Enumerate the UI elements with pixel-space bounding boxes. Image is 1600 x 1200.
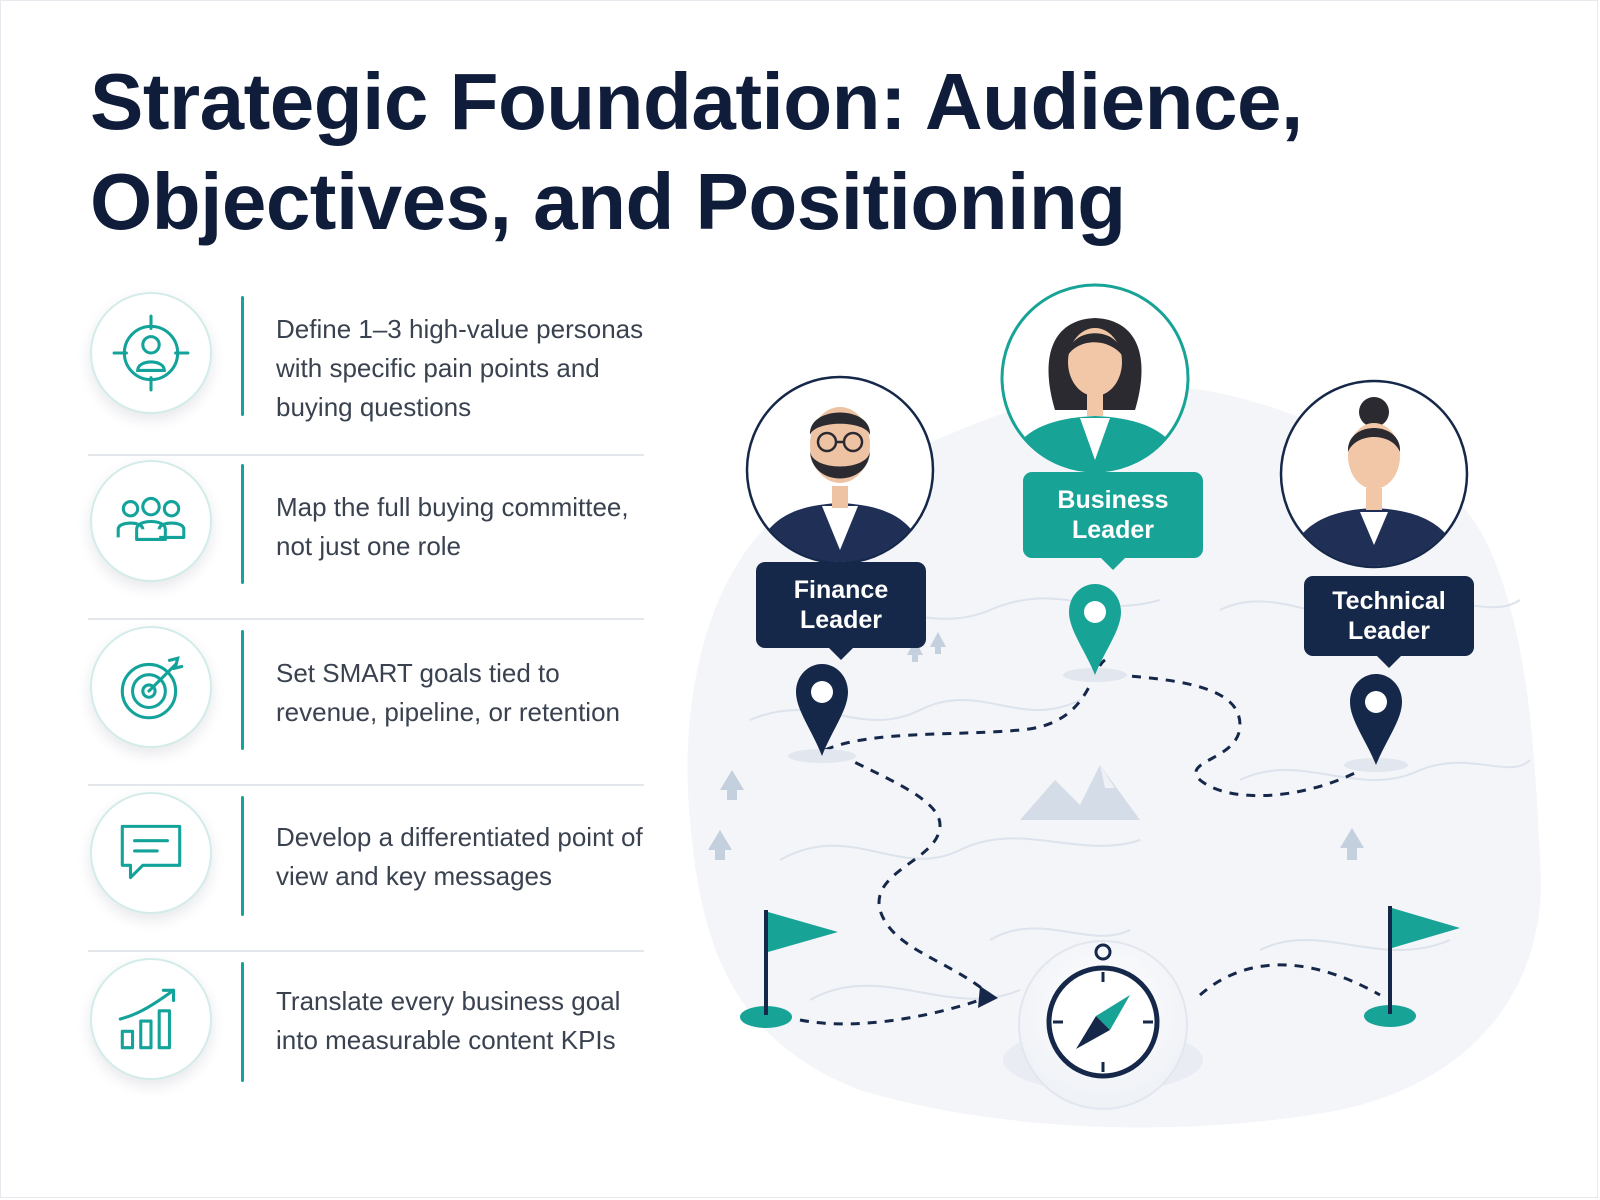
list-item-positioning: Develop a differentiated point of view a… <box>88 792 644 960</box>
divider <box>88 950 644 952</box>
item-accent-bar <box>241 296 244 416</box>
finance-leader-avatar <box>745 375 935 565</box>
item-text: Map the full buying committee, not just … <box>276 492 629 561</box>
list-item-goals: Set SMART goals tied to revenue, pipelin… <box>88 626 644 794</box>
divider <box>88 454 644 456</box>
target-person-icon <box>90 292 212 414</box>
business-map-pin <box>1063 584 1127 682</box>
list-item-personas: Define 1–3 high-value personas with spec… <box>88 290 644 458</box>
item-text: Translate every business goal into measu… <box>276 986 621 1055</box>
finance-leader-label: Finance Leader <box>756 562 926 660</box>
item-accent-bar <box>241 630 244 750</box>
group-icon <box>90 460 212 582</box>
left-flag-icon <box>740 910 838 1028</box>
business-leader-label: Business Leader <box>1023 472 1203 570</box>
list-item-kpis: Translate every business goal into measu… <box>88 958 644 1126</box>
growth-chart-icon <box>90 958 212 1080</box>
item-text: Develop a differentiated point of view a… <box>276 822 643 891</box>
divider <box>88 618 644 620</box>
journey-map: Finance Leader Business Leader Technical… <box>660 260 1560 1160</box>
title-line-1: Strategic Foundation: Audience, <box>90 57 1303 146</box>
bullseye-arrow-icon <box>90 626 212 748</box>
technical-map-pin <box>1344 674 1408 772</box>
tree-icons <box>708 632 1364 860</box>
list-item-committee: Map the full buying committee, not just … <box>88 460 644 628</box>
chat-bubble-icon <box>90 792 212 914</box>
item-accent-bar <box>241 962 244 1082</box>
map-scene <box>687 283 1541 1128</box>
item-text: Define 1–3 high-value personas with spec… <box>276 314 644 422</box>
item-text: Set SMART goals tied to revenue, pipelin… <box>276 658 621 727</box>
title-line-2: Objectives, and Positioning <box>90 157 1126 246</box>
journey-path <box>799 658 1381 1026</box>
item-accent-bar <box>241 464 244 584</box>
technical-leader-avatar <box>1279 379 1469 569</box>
technical-leader-label: Technical Leader <box>1304 576 1474 668</box>
path-arrowhead <box>978 986 998 1008</box>
mountain-icon <box>1020 765 1140 820</box>
item-accent-bar <box>241 796 244 916</box>
page-title: Strategic Foundation: Audience, Objectiv… <box>90 52 1490 252</box>
right-flag-icon <box>1364 906 1460 1027</box>
business-leader-avatar <box>1000 283 1190 473</box>
finance-map-pin <box>788 664 856 763</box>
divider <box>88 784 644 786</box>
compass-icon <box>1003 940 1203 1110</box>
